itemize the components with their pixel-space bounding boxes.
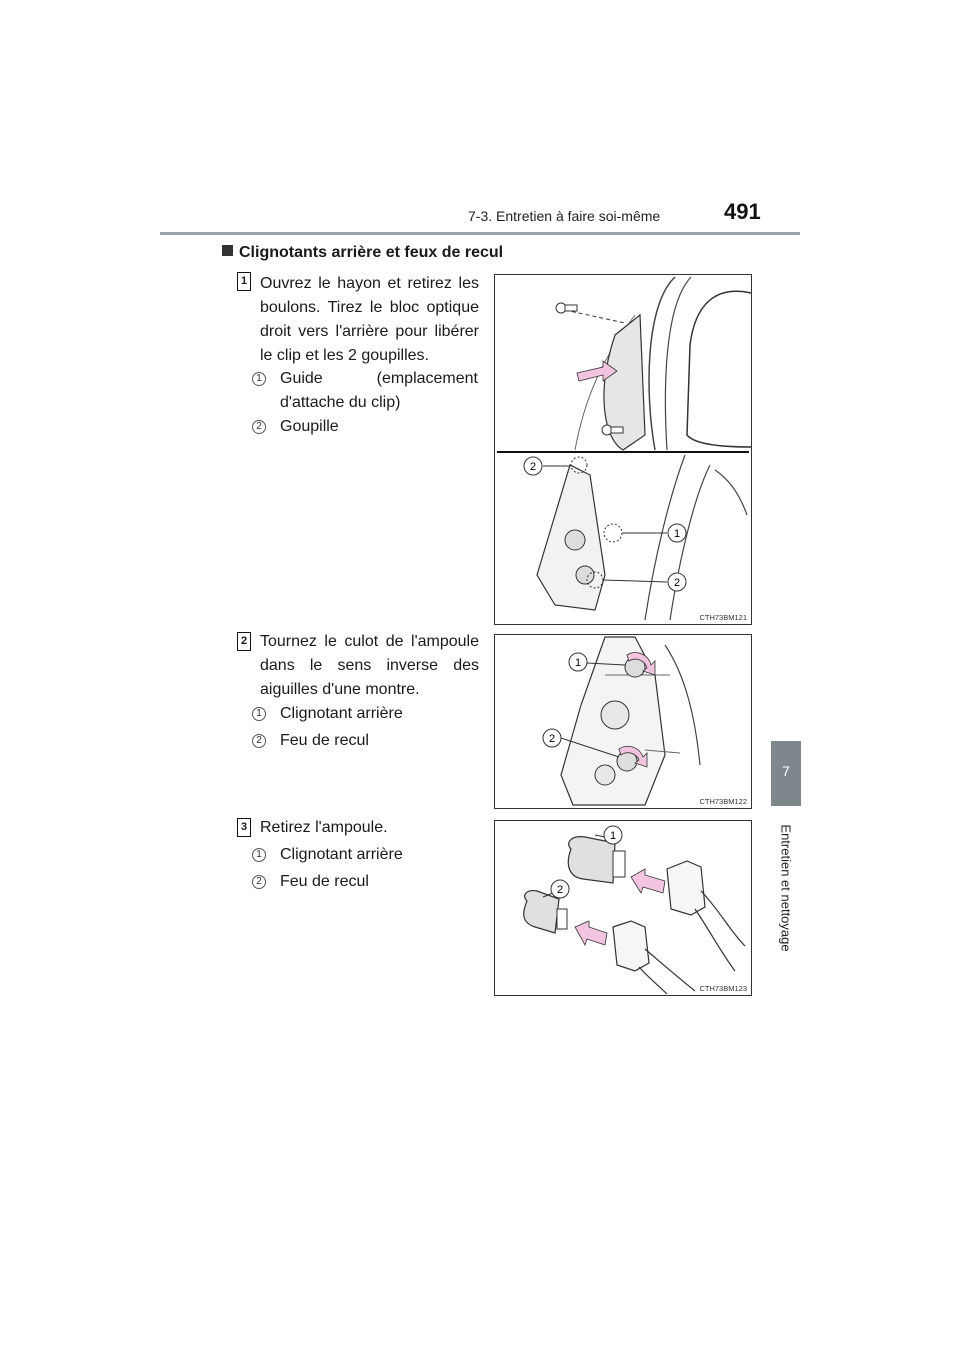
section-heading: Clignotants arrière et feux de recul	[222, 244, 503, 262]
item-label: Feu de recul	[280, 732, 369, 749]
figure-bulb-removal: 1 2 CTH73BM123	[494, 820, 752, 996]
step-2-item-1: 1 Clignotant arrière	[252, 702, 480, 726]
step-2-item-2: 2 Feu de recul	[252, 729, 480, 753]
bulb-removal-illustration: 1 2	[523, 825, 746, 995]
step-badge-2: 2	[237, 632, 251, 651]
section-heading-text: Clignotants arrière et feux de recul	[239, 244, 504, 261]
figure-callout: 2	[557, 884, 563, 896]
step-1-item-2: 2 Goupille	[252, 415, 480, 439]
figure-callout: 1	[674, 528, 680, 540]
item-label: Clignotant arrière	[280, 705, 403, 722]
step-2-text: Tournez le culot de l'ampoule dans le se…	[260, 633, 479, 698]
item-label: Goupille	[280, 418, 339, 435]
figure-callout: 2	[530, 461, 536, 473]
step-1-text: Ouvrez le hayon et retirez les boulons. …	[260, 275, 479, 364]
chapter-number: 7	[782, 763, 790, 779]
chapter-tab: 7	[771, 741, 801, 806]
step-3-text: Retirez l'ampoule.	[260, 819, 388, 836]
callout-number: 1	[252, 707, 266, 721]
chapter-title-label: Entretien et nettoyage	[770, 808, 802, 968]
step-1-item-1: 1 Guide (emplacement d'attache du clip)	[252, 367, 480, 415]
figure-taillight-removal: 2 1 2 CTH73BM121	[494, 274, 752, 625]
callout-number: 1	[252, 372, 266, 386]
step-badge-1: 1	[237, 272, 251, 291]
step-badge-3: 3	[237, 818, 251, 837]
page-number: 491	[724, 199, 761, 224]
figure-code: CTH73BM122	[699, 797, 747, 806]
figure-bulb-socket: 1 2 CTH73BM122	[494, 634, 752, 809]
header-rule	[160, 232, 800, 235]
figure-code: CTH73BM121	[699, 613, 747, 622]
square-bullet-icon	[222, 245, 233, 256]
figure-callout: 1	[610, 830, 616, 842]
figure-callout: 2	[549, 733, 555, 745]
bulb-socket-illustration: 1 2	[542, 636, 701, 806]
running-header: 7-3. Entretien à faire soi-même	[468, 208, 661, 224]
item-label: Feu de recul	[280, 873, 369, 890]
item-label: Guide (emplacement d'attache du clip)	[280, 370, 478, 411]
callout-number: 2	[252, 734, 266, 748]
figure-callout: 1	[575, 657, 581, 669]
callout-number: 2	[252, 420, 266, 434]
chapter-title: Entretien et nettoyage	[778, 824, 794, 952]
callout-number: 1	[252, 848, 266, 862]
step-3-item-1: 1 Clignotant arrière	[252, 843, 480, 867]
callout-number: 2	[252, 875, 266, 889]
step-3-item-2: 2 Feu de recul	[252, 870, 480, 894]
item-label: Clignotant arrière	[280, 846, 403, 863]
figure-code: CTH73BM123	[699, 984, 747, 993]
figure-callout: 2	[674, 577, 680, 589]
taillight-removal-illustration: 2 1 2	[497, 276, 751, 621]
